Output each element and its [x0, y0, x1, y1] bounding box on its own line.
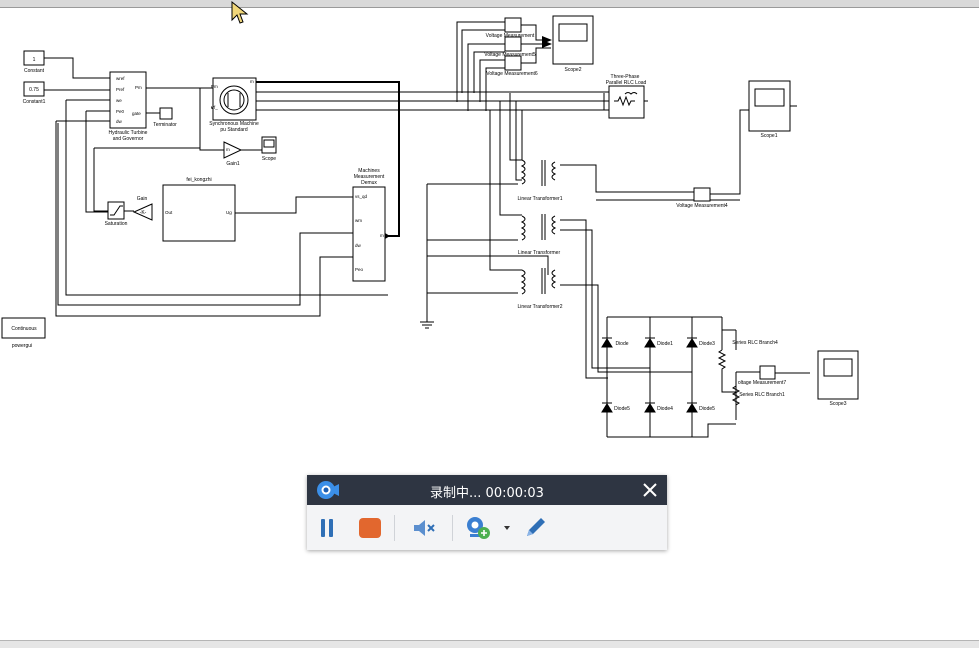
- recorder-controls: [307, 505, 667, 550]
- voltage-measurement7-block[interactable]: [759, 365, 776, 380]
- scope2-label: Scope2: [565, 67, 582, 73]
- constant-block[interactable]: [23, 50, 45, 66]
- vm6-label: Voltage Measurement6: [486, 71, 538, 77]
- machine-port-vf: Vf_: [211, 105, 218, 110]
- diode5b-label: Diode5: [699, 406, 715, 412]
- powergui-mode: Continuous: [11, 326, 37, 332]
- toolbar-separator: [394, 515, 395, 541]
- turbine-port-pe0: Pe0: [116, 109, 125, 114]
- demux-port-dw: dw: [355, 243, 362, 248]
- speaker-muted-icon[interactable]: [411, 515, 437, 541]
- controller-port-out: Out: [165, 210, 173, 215]
- diode4-label: Diode4: [657, 406, 673, 412]
- voltage-measurement4-block[interactable]: [693, 187, 711, 202]
- synchronous-machine-block[interactable]: [212, 77, 257, 121]
- gain-value: -K-: [140, 210, 147, 216]
- powergui-block[interactable]: [1, 317, 46, 339]
- pause-icon[interactable]: [318, 515, 336, 541]
- constant1-value: 0.75: [29, 87, 39, 93]
- recorder-header: 录制中... 00:00:03: [307, 475, 667, 505]
- vm5-label: Voltage Measurement5: [484, 52, 536, 58]
- scope1-label: Scope1: [761, 133, 778, 139]
- gain1-label: Gain1: [226, 161, 240, 167]
- series-rlc1-label: Series RLC Branch1: [739, 392, 785, 398]
- three-phase-rlc-load-block[interactable]: [608, 85, 645, 119]
- diode1-label: Diode1: [657, 341, 673, 347]
- rlc-load-label-line2: Parallel RLC Load: [606, 80, 647, 86]
- demux-port-vsqd: vs_qd: [355, 194, 368, 199]
- hydraulic-turbine-block[interactable]: [109, 71, 147, 129]
- turbine-port-we: we: [116, 98, 122, 103]
- demux-label-line1: Machines: [358, 168, 380, 174]
- powergui-label: powergui: [12, 343, 32, 349]
- turbine-port-wref: wref: [116, 76, 125, 81]
- terminator-label: Terminator: [153, 122, 177, 128]
- toolbar-separator: [452, 515, 453, 541]
- diode3-label: Diode3: [699, 341, 715, 347]
- diode-label: Diode: [615, 341, 628, 347]
- camera-logo-icon: [317, 481, 339, 499]
- turbine-port-pm: Pm: [135, 85, 142, 90]
- turbine-label-line2: and Governor: [113, 136, 144, 142]
- transformer-label: Linear Transformer: [518, 250, 561, 256]
- stop-icon[interactable]: [358, 515, 382, 541]
- series-rlc4-label: Series RLC Branch4: [732, 340, 778, 346]
- demux-port-m: m: [380, 233, 384, 238]
- window-top-bar: [0, 0, 979, 8]
- vm-label: Voltage Measurement: [486, 33, 535, 39]
- transformer1-label: Linear Transformer1: [517, 196, 562, 202]
- fei-kongzhi-block[interactable]: [162, 184, 236, 242]
- voltage-measurement5-block[interactable]: [504, 36, 522, 52]
- pen-icon[interactable]: [522, 515, 548, 541]
- turbine-label-line1: Hydraulic Turbine: [109, 130, 148, 136]
- diode5a-label: Diode5: [614, 406, 630, 412]
- machine-label-line2: pu Standard: [220, 127, 247, 133]
- scope3-label: Scope3: [830, 401, 847, 407]
- machine-port-m: m: [250, 79, 254, 84]
- machines-measurement-demux-block[interactable]: [352, 186, 386, 282]
- demux-label-line3: Demux: [361, 180, 377, 186]
- constant1-block[interactable]: [23, 81, 45, 97]
- gain-block[interactable]: [132, 203, 153, 221]
- turbine-port-pref: Pref: [116, 87, 125, 92]
- controller-port-ug: Ug: [226, 210, 232, 215]
- voltage-measurement-block[interactable]: [504, 17, 522, 33]
- gain1-port: m: [226, 147, 230, 152]
- voltage-measurement6-block[interactable]: [504, 55, 522, 71]
- gain-label: Gain: [137, 196, 148, 202]
- vm4-label: Voltage Measurement4: [676, 203, 728, 209]
- chevron-down-icon[interactable]: [502, 515, 512, 541]
- recording-status: 录制中... 00:00:03: [430, 486, 544, 501]
- vm7-label: oltage Measurement7: [738, 380, 787, 386]
- transformer2-label: Linear Transformer2: [517, 304, 562, 310]
- machine-port-pm: Pm: [211, 84, 218, 89]
- mouse-cursor-icon: [231, 0, 249, 24]
- demux-port-wm: wm: [355, 218, 362, 223]
- webcam-add-icon[interactable]: [464, 515, 492, 541]
- machine-label-line1: Synchronous Machine: [209, 121, 259, 127]
- rlc-load-label-line1: Three-Phase: [611, 74, 640, 80]
- demux-label-line2: Measurement: [354, 174, 385, 180]
- saturation-block[interactable]: [107, 201, 125, 220]
- constant-label: Constant: [24, 68, 45, 74]
- close-icon[interactable]: [641, 481, 659, 499]
- demux-port-peo: Peo: [355, 267, 364, 272]
- constant1-label: Constant1: [23, 99, 46, 105]
- turbine-port-gate: gate: [132, 111, 141, 116]
- window-bottom-bar: [0, 640, 979, 648]
- terminator-block[interactable]: [159, 107, 173, 120]
- scope-label: Scope: [262, 156, 276, 162]
- gain1-block[interactable]: [223, 141, 243, 159]
- turbine-port-dw: dw: [116, 119, 123, 124]
- saturation-label: Saturation: [105, 221, 128, 227]
- screen-recorder-toolbar[interactable]: 录制中... 00:00:03: [307, 475, 667, 550]
- controller-label: fei_kongzhi: [186, 177, 211, 183]
- constant-value: 1: [33, 57, 36, 63]
